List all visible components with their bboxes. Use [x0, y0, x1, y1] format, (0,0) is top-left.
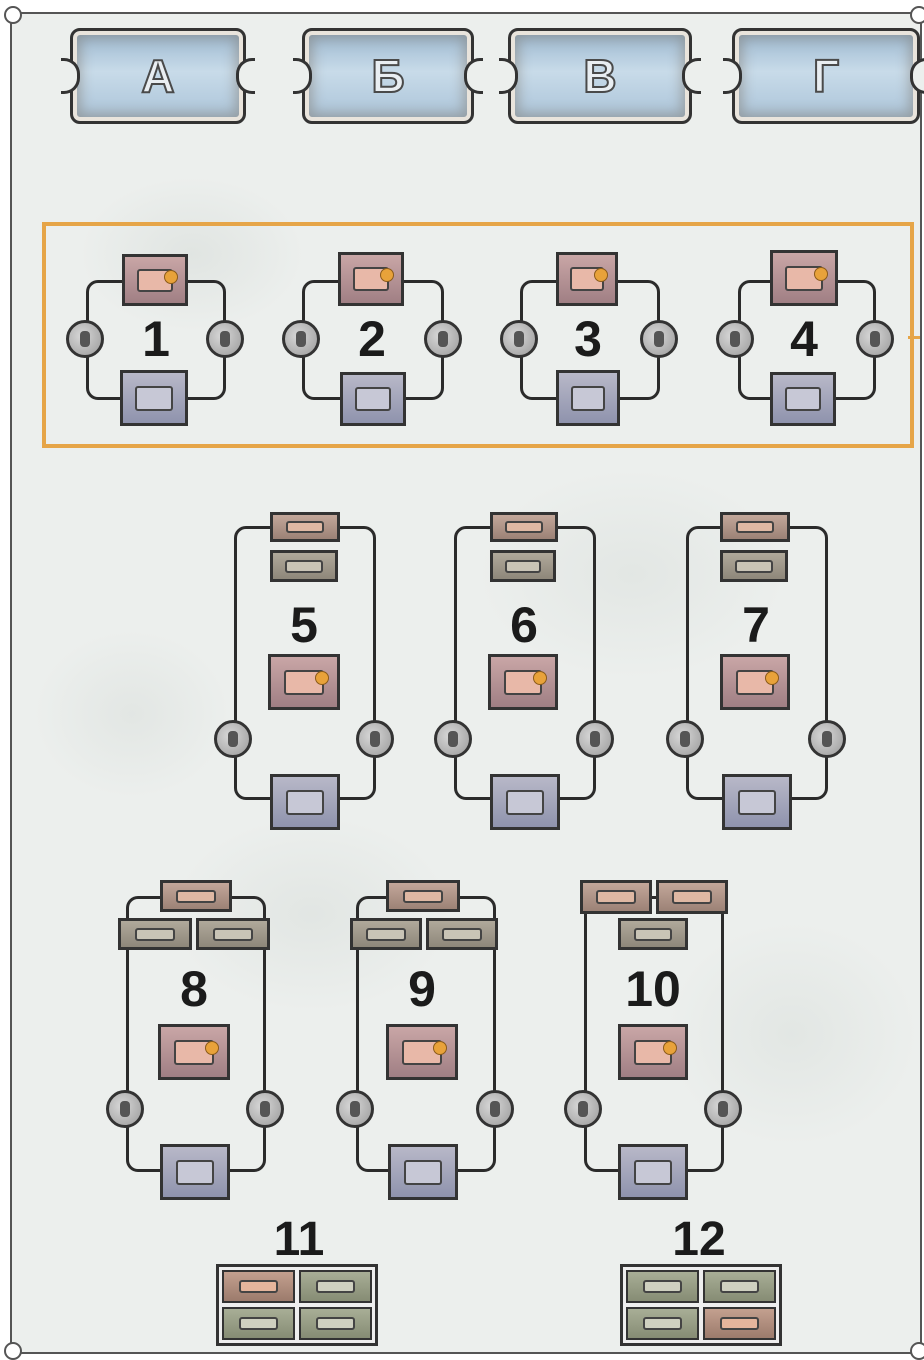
connector-node	[716, 320, 754, 358]
connector-node	[206, 320, 244, 358]
layout-number: 5	[290, 597, 318, 653]
column-letter: А	[140, 49, 175, 103]
layout-number: 3	[574, 311, 602, 367]
connector-node	[246, 1090, 284, 1128]
connector-node	[576, 720, 614, 758]
column-token-b[interactable]: Б	[293, 28, 483, 124]
connector-node	[424, 320, 462, 358]
highlight-connector	[908, 336, 920, 339]
corner-ornament	[910, 1342, 924, 1360]
connector-node	[66, 320, 104, 358]
column-letter: Г	[812, 49, 840, 103]
connector-node	[640, 320, 678, 358]
layout-number: 7	[742, 597, 770, 653]
connector-node	[704, 1090, 742, 1128]
corner-ornament	[4, 1342, 22, 1360]
connector-node	[282, 320, 320, 358]
highlight-frame	[42, 222, 914, 448]
connector-node	[356, 720, 394, 758]
connector-node	[336, 1090, 374, 1128]
connector-node	[808, 720, 846, 758]
column-token-v[interactable]: В	[499, 28, 701, 124]
column-token-a[interactable]: А	[61, 28, 255, 124]
connector-node	[564, 1090, 602, 1128]
corner-ornament	[4, 6, 22, 24]
layout-number: 1	[142, 311, 170, 367]
layout-number: 12	[672, 1213, 726, 1266]
connector-node	[666, 720, 704, 758]
connector-node	[106, 1090, 144, 1128]
layout-number: 2	[358, 311, 386, 367]
connector-node	[434, 720, 472, 758]
corner-ornament	[910, 6, 924, 24]
connector-node	[856, 320, 894, 358]
column-letter: Б	[370, 49, 405, 103]
connector-node	[476, 1090, 514, 1128]
layout-number: 10	[625, 961, 681, 1017]
layout-number: 9	[408, 961, 436, 1017]
column-token-g[interactable]: Г	[723, 28, 924, 124]
layout-number: 11	[273, 1213, 325, 1266]
connector-node	[214, 720, 252, 758]
layout-number: 6	[510, 597, 538, 653]
column-letter: В	[582, 49, 617, 103]
layout-number: 4	[790, 311, 818, 367]
connector-node	[500, 320, 538, 358]
layout-number: 8	[180, 961, 208, 1017]
